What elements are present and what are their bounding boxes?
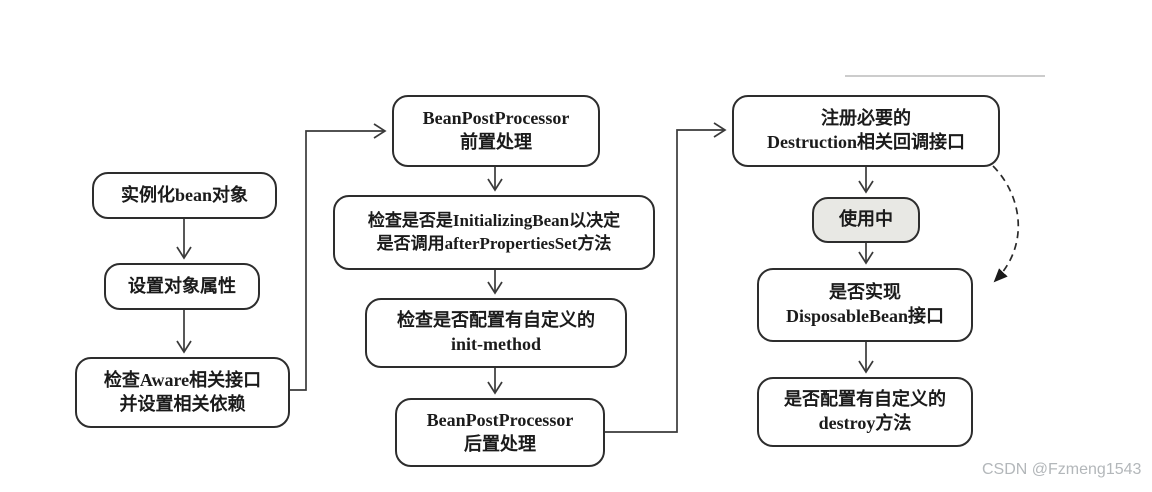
node-set-object-properties-label: 设置对象属性 (128, 275, 236, 296)
node-instantiate-bean-label: 实例化bean对象 (120, 184, 248, 205)
node-instantiate-bean: 实例化bean对象 (92, 172, 277, 219)
node-check-disposablebean: 是否实现 DisposableBean接口 (757, 268, 973, 342)
node-in-use-label: 使用中 (839, 209, 893, 230)
node-register-destruction-callbacks: 注册必要的 Destruction相关回调接口 (732, 95, 1000, 167)
node-check-disposablebean-label: 是否实现 DisposableBean接口 (785, 282, 945, 326)
node-check-custom-init-method-label: 检查是否配置有自定义的 init-method (397, 310, 595, 354)
node-check-aware-interfaces: 检查Aware相关接口 并设置相关依赖 (75, 357, 290, 428)
node-beanpostprocessor-after: BeanPostProcessor 后置处理 (395, 398, 605, 467)
node-check-custom-destroy-method: 是否配置有自定义的 destroy方法 (757, 377, 973, 447)
csdn-watermark: CSDN @Fzmeng1543 (982, 461, 1142, 478)
top-right-rule (845, 75, 1045, 77)
node-check-initializingbean-label: 检查是否是InitializingBean以决定 是否调用afterProper… (367, 211, 621, 253)
node-check-custom-destroy-method-label: 是否配置有自定义的 destroy方法 (784, 389, 946, 433)
edge-register-destruction-to-check-disposable-dashed (992, 165, 1020, 283)
node-check-aware-interfaces-label: 检查Aware相关接口 并设置相关依赖 (103, 369, 262, 414)
node-check-custom-init-method: 检查是否配置有自定义的 init-method (365, 298, 627, 368)
edge-bpp-after-to-register-destruction (605, 122, 727, 433)
node-check-initializingbean: 检查是否是InitializingBean以决定 是否调用afterProper… (333, 195, 655, 270)
node-beanpostprocessor-before-label: BeanPostProcessor 前置处理 (422, 108, 570, 152)
node-beanpostprocessor-before: BeanPostProcessor 前置处理 (392, 95, 600, 167)
node-set-object-properties: 设置对象属性 (104, 263, 260, 310)
node-in-use: 使用中 (812, 197, 920, 243)
node-register-destruction-callbacks-label: 注册必要的 Destruction相关回调接口 (767, 108, 965, 152)
node-beanpostprocessor-after-label: BeanPostProcessor 后置处理 (426, 409, 574, 454)
